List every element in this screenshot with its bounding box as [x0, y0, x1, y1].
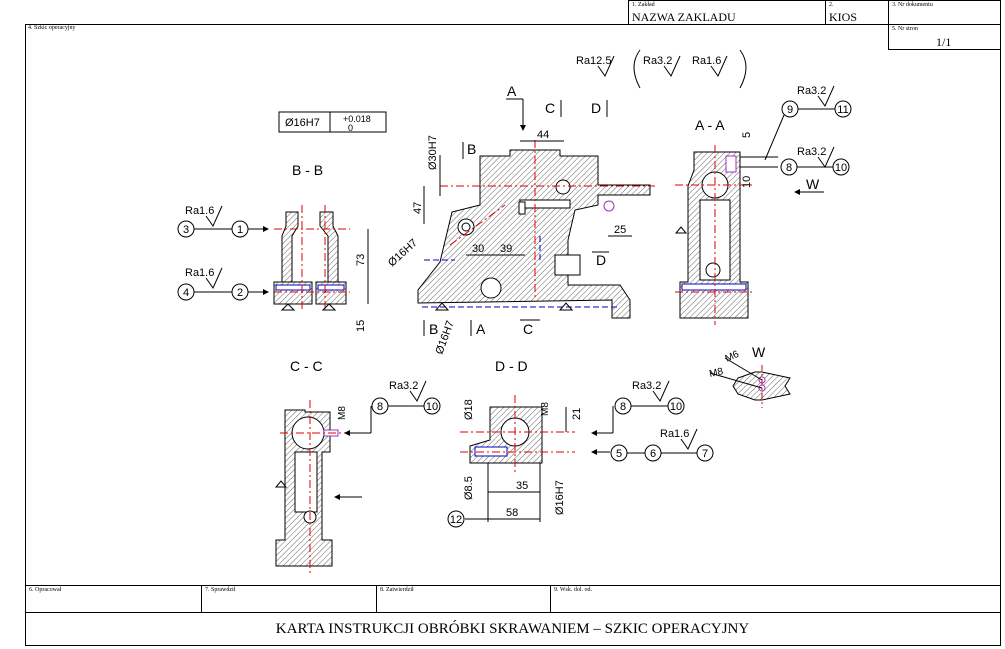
tolerance-upper: +0.018 — [343, 114, 371, 124]
balloon-12-num: 12 — [450, 514, 462, 526]
section-mark-b-bottom: B — [429, 321, 438, 337]
footer-title: KARTA INSTRUKCJI OBRÓBKI SKRAWANIEM – SZ… — [275, 621, 750, 637]
section-cc-title: C - C — [290, 358, 323, 374]
dim-35: 35 — [516, 480, 528, 492]
roughness-top-3: Ra1.6 — [692, 55, 721, 67]
footer-zatwierdzil-label: 8. Zatwierdził — [380, 587, 414, 593]
dim-73: 73 — [355, 254, 367, 266]
roughness-top-2: Ra3.2 — [643, 55, 672, 67]
sketch-label: 4. Szkic operacyjny — [28, 25, 76, 31]
roughness-top-group: Ra12.5 Ra3.2 Ra1.6 — [576, 49, 747, 89]
roughness-dd-2: Ra1.6 — [660, 428, 689, 440]
roughness-bb-2: Ra1.6 — [185, 267, 214, 279]
roughness-bb-1: Ra1.6 — [185, 205, 214, 217]
section-mark-d-mid: D — [596, 252, 606, 268]
balloon-8-dd-num: 8 — [620, 401, 626, 413]
dim-d30h7: Ø30H7 — [427, 135, 439, 170]
footer-sprawdzil-label: 7. Sprawdził — [205, 587, 236, 593]
balloon-10-cc-num: 10 — [426, 401, 438, 413]
dim-d16h7-a: Ø16H7 — [386, 237, 420, 269]
dim-10: 10 — [741, 176, 753, 188]
section-cc-view — [274, 400, 345, 575]
field-2-value: KIOS — [829, 10, 858, 24]
field-zaklad-value: NAZWA ZAKLADU — [632, 10, 736, 24]
dim-30: 30 — [472, 243, 484, 255]
roughness-top-1: Ra12.5 — [576, 55, 611, 67]
roughness-aa-1: Ra3.2 — [797, 85, 826, 97]
footer-wsk-label: 9. Wsk. dol. od. — [554, 587, 593, 593]
dim-21: 21 — [571, 408, 583, 420]
dim-d18: Ø18 — [463, 399, 475, 420]
dim-m8-w: M8 — [708, 366, 724, 380]
section-dd-view — [460, 395, 575, 472]
dim-m8-cc: M8 — [337, 406, 348, 420]
tolerance-lower: 0 — [348, 123, 353, 133]
balloons — [177, 100, 852, 528]
dim-m6: M6 — [724, 349, 742, 365]
field-2-label: 2. — [829, 2, 834, 8]
section-mark-d-top: D — [591, 100, 601, 116]
balloon-1-num: 1 — [237, 224, 243, 236]
balloon-4 — [177, 283, 195, 301]
dim-47: 47 — [412, 202, 424, 214]
balloon-6-num: 6 — [650, 448, 656, 460]
balloon-4-num: 4 — [183, 287, 189, 299]
section-mark-c-top: C — [545, 100, 555, 116]
field-nr-stron-value: 1/1 — [936, 35, 952, 49]
balloon-3-num: 3 — [183, 224, 189, 236]
balloon-2-num: 2 — [237, 287, 243, 299]
roughness-cc: Ra3.2 — [389, 380, 418, 392]
balloon-10-aa-num: 10 — [835, 162, 847, 174]
view-w-detail — [732, 365, 791, 408]
field-nr-dokumentu-label: 3. Nr dokumentu — [892, 2, 933, 8]
section-mark-a-bottom: A — [476, 321, 486, 337]
dim-58: 58 — [506, 507, 518, 519]
section-aa-view — [674, 145, 755, 325]
section-mark-b-top: B — [467, 141, 476, 157]
dim-25: 25 — [614, 224, 626, 236]
dim-d16h7-c: Ø16H7 — [554, 480, 566, 515]
balloon-7-num: 7 — [702, 448, 708, 460]
tolerance-frame — [278, 111, 387, 133]
dim-5: 5 — [741, 132, 753, 138]
section-bb-title: B - B — [292, 162, 323, 178]
balloon-3 — [177, 220, 195, 238]
view-w-label-a: W — [806, 176, 820, 192]
section-mark-c-bottom: C — [523, 321, 533, 337]
dim-d8-5: Ø8.5 — [463, 476, 475, 500]
balloon-11-num: 11 — [837, 104, 848, 116]
balloon-1 — [231, 220, 249, 238]
section-dd-title: D - D — [495, 358, 528, 374]
dim-m8-dd: M8 — [540, 402, 551, 416]
balloon-12 — [447, 510, 465, 528]
dim-15: 15 — [355, 320, 367, 332]
field-zaklad-label: 1. Zakład — [632, 2, 655, 8]
main-view — [417, 140, 655, 319]
sketch-right-border — [1000, 49, 1001, 586]
balloon-9-num: 9 — [787, 104, 793, 116]
balloon-2 — [231, 283, 249, 301]
section-bb-view — [273, 205, 350, 312]
roughness-aa-2: Ra3.2 — [797, 146, 826, 158]
roughness-dd-1: Ra3.2 — [632, 380, 661, 392]
section-aa-title: A - A — [695, 117, 725, 133]
balloon-10-dd-num: 10 — [670, 401, 682, 413]
balloon-8-cc-num: 8 — [377, 401, 383, 413]
section-mark-a-top: A — [507, 83, 517, 99]
tolerance-size: Ø16H7 — [285, 117, 320, 129]
field-nr-stron-label: 5. Nr stron — [892, 26, 918, 32]
dim-44: 44 — [537, 129, 549, 141]
dim-39: 39 — [500, 243, 512, 255]
view-w-title: W — [752, 344, 766, 360]
footer-title-box — [25, 612, 1001, 646]
balloon-8-aa-num: 8 — [786, 162, 792, 174]
balloon-5-num: 5 — [616, 448, 622, 460]
footer-opracowal-label: 6. Opracował — [29, 587, 62, 593]
